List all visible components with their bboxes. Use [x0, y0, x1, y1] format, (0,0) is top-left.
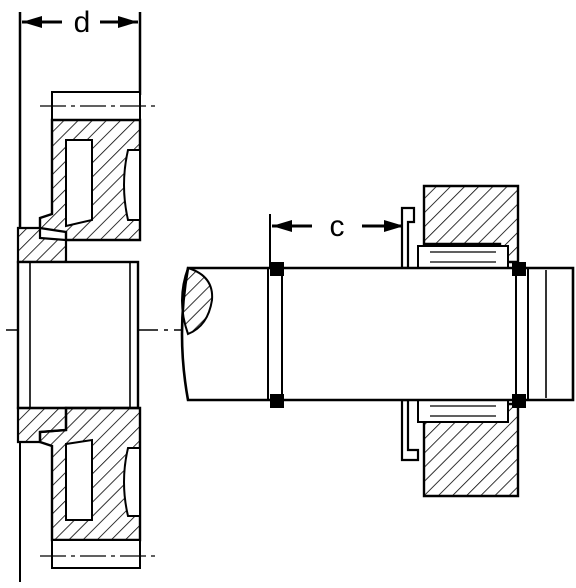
retaining-ring-right-lower [512, 394, 526, 408]
gear-hub [16, 91, 156, 582]
gear-recess-lower [65, 438, 93, 521]
gear-teeth-lower [40, 539, 156, 569]
shaft [180, 266, 575, 402]
needle-bearing-lower [417, 399, 509, 423]
dimension-c-arrow-right [384, 220, 404, 232]
retaining-ring-left-lower [270, 394, 284, 408]
dimension-d-arrow-left [22, 16, 42, 28]
housing [422, 184, 520, 498]
gear-groove-upper [123, 149, 141, 221]
hub-flange-upper [16, 226, 68, 264]
needle-bearing [417, 245, 509, 423]
needle-bearing-upper [417, 245, 509, 269]
seal-cover-upper [400, 206, 416, 270]
dimension-c-label: c [330, 210, 345, 243]
gear-recess-upper [65, 139, 93, 228]
dimension-c-arrow-left [272, 220, 292, 232]
gear-groove-lower [123, 447, 141, 517]
hub-bore [16, 260, 140, 410]
dimension-d-arrow-right [118, 16, 138, 28]
retaining-ring-right-upper [512, 262, 526, 276]
dimension-d: d [18, 6, 142, 228]
dimension-d-label: d [74, 6, 91, 39]
seal-cover-lower [400, 398, 420, 462]
shaft-body [180, 266, 575, 402]
gear-teeth-upper [40, 91, 156, 121]
retaining-rings [270, 262, 526, 408]
shaft-break-section [181, 266, 214, 336]
retaining-ring-left-upper [270, 262, 284, 276]
